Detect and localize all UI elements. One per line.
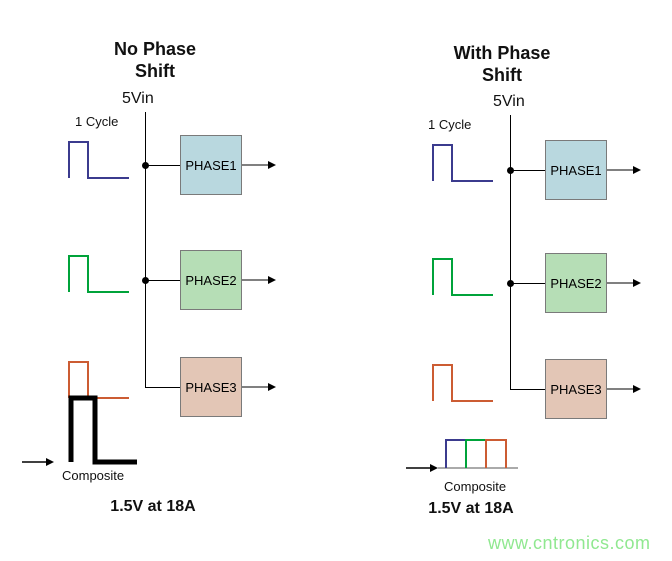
phase1-pulse-waveform-icon (432, 144, 493, 182)
phase3-box-label: PHASE3 (185, 379, 237, 395)
composite-input-arrow-icon (22, 458, 54, 466)
phase1-output-arrow-icon (607, 166, 641, 174)
phase3-box: PHASE3 (180, 357, 242, 417)
branch-line (510, 389, 545, 390)
phase3-output-arrow-icon (242, 383, 276, 391)
vin-label: 5Vin (493, 93, 525, 110)
phase2-box-label: PHASE2 (185, 272, 237, 288)
phase3-box-label: PHASE3 (550, 381, 602, 397)
phase1-pulse-waveform-icon (68, 141, 129, 179)
phase1-box: PHASE1 (180, 135, 242, 195)
phase3-box: PHASE3 (545, 359, 607, 419)
title-line2: Shift (482, 65, 522, 85)
watermark-text: www.cntronics.com (488, 533, 651, 553)
phase3-pulse-waveform-icon (68, 361, 129, 399)
junction-dot (507, 280, 514, 287)
cycle-label: 1 Cycle (428, 117, 472, 132)
cycle-label: 1 Cycle (75, 114, 119, 129)
title-line1: With Phase (453, 43, 551, 63)
composite-waveform-icon (68, 395, 137, 465)
junction-dot (507, 167, 514, 174)
branch-line (510, 170, 545, 171)
composite-label: Composite (444, 479, 507, 494)
junction-dot (142, 277, 149, 284)
vin-label: 5Vin (122, 90, 154, 107)
phase3-output-arrow-icon (607, 385, 641, 393)
phase2-output-arrow-icon (607, 279, 641, 287)
phase1-box-label: PHASE1 (185, 157, 237, 173)
title-line1: No Phase (113, 39, 197, 59)
vin-bus-line (145, 112, 146, 388)
phase1-box: PHASE1 (545, 140, 607, 200)
phase2-box: PHASE2 (545, 253, 607, 313)
composite-label: Composite (62, 468, 125, 483)
vin-bus-line (510, 115, 511, 389)
branch-line (145, 387, 180, 388)
composite-interleaved-waveform-icon (438, 439, 518, 469)
phase2-box-label: PHASE2 (550, 275, 602, 291)
phase1-box-label: PHASE1 (550, 162, 602, 178)
branch-line (510, 283, 545, 284)
phase1-output-arrow-icon (242, 161, 276, 169)
junction-dot (142, 162, 149, 169)
branch-line (145, 165, 180, 166)
panel-title-no-phase-shift: No Phase Shift (95, 38, 215, 82)
panel-title-with-phase-shift: With Phase Shift (442, 42, 562, 86)
phase2-pulse-waveform-icon (432, 258, 493, 296)
phase3-pulse-waveform-icon (432, 364, 493, 402)
output-rating-label: 1.5V at 18A (428, 500, 514, 517)
phase2-box: PHASE2 (180, 250, 242, 310)
composite-input-arrow-icon (406, 464, 438, 472)
phase2-pulse-waveform-icon (68, 255, 129, 293)
output-rating-label: 1.5V at 18A (110, 498, 196, 515)
phase2-output-arrow-icon (242, 276, 276, 284)
title-line2: Shift (135, 61, 175, 81)
branch-line (145, 280, 180, 281)
